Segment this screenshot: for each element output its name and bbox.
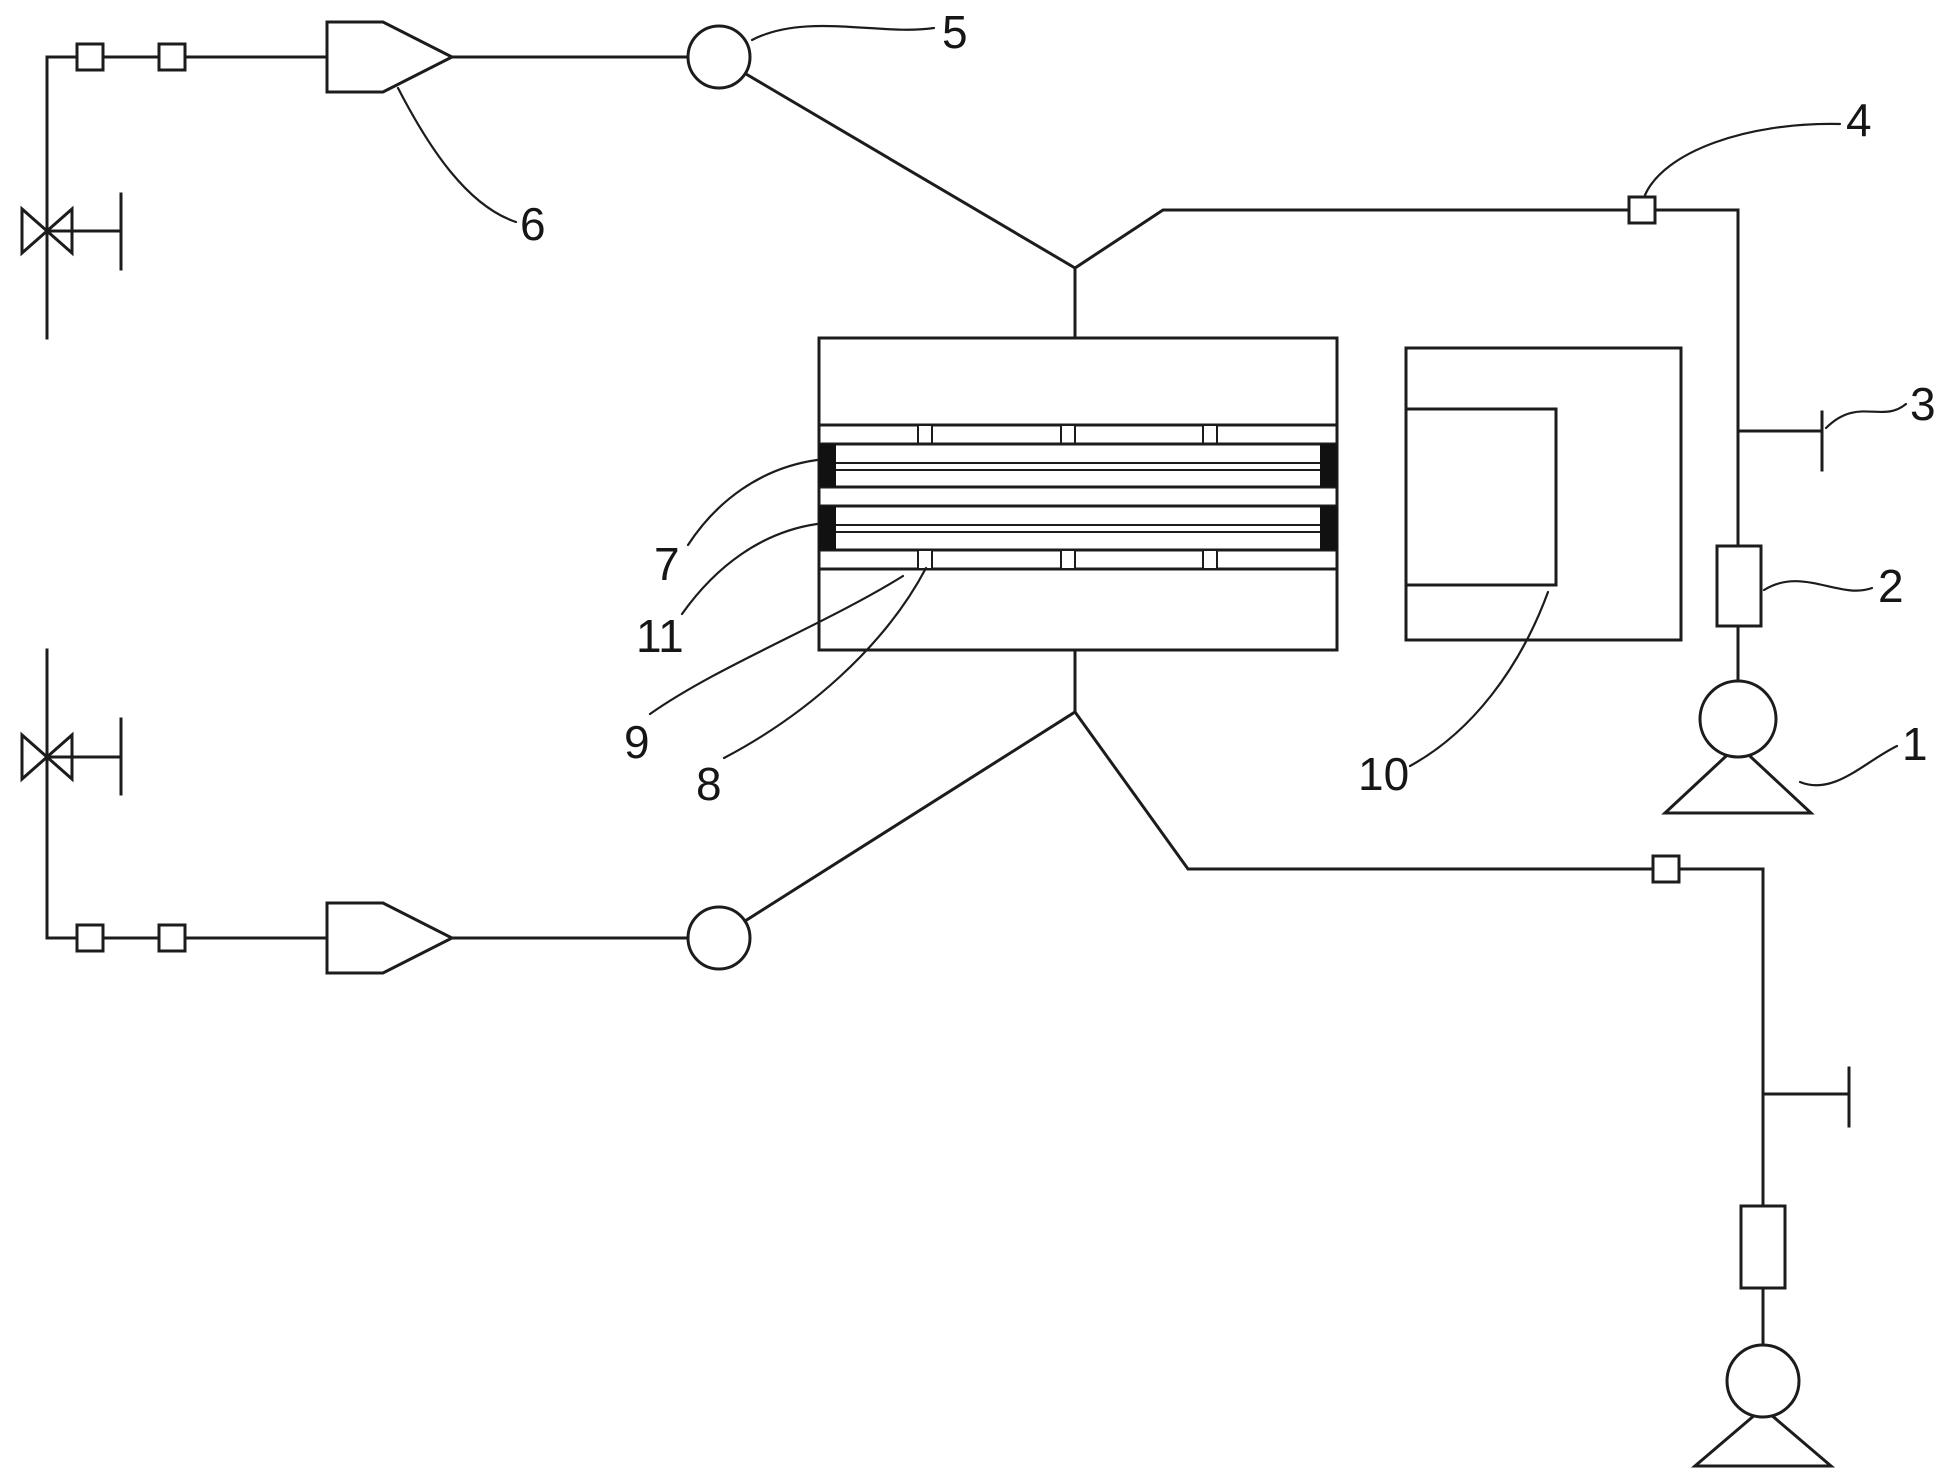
stack-spacer — [1202, 549, 1218, 570]
pump-base-triangle — [1690, 1406, 1836, 1468]
upper-return-circuit — [1072, 195, 1824, 815]
stack-spacer — [1202, 424, 1218, 445]
band-end-seal — [819, 444, 836, 487]
leader-1 — [1798, 744, 1899, 787]
band-inner-lines — [835, 524, 1321, 533]
leader-lines — [396, 24, 1908, 787]
label-7: 7 — [654, 538, 680, 590]
pump-icon — [1690, 1343, 1836, 1468]
leader-3 — [1824, 402, 1908, 430]
band-end-seal — [1320, 444, 1337, 487]
bottom-feed-pipe — [45, 648, 329, 940]
pump-body-circle — [1698, 679, 1778, 759]
leader-11 — [680, 522, 819, 616]
hopper-icon — [325, 20, 456, 94]
pump-body-circle — [1725, 1343, 1801, 1419]
valve-stem — [45, 717, 123, 796]
band-outline — [817, 442, 1339, 489]
blower-icon — [686, 24, 752, 90]
label-10: 10 — [1358, 748, 1409, 800]
sample-port-3-icon — [1736, 410, 1824, 472]
stack-layer-band-2 — [817, 504, 1339, 552]
control-box — [1404, 346, 1683, 642]
stack-spacer — [1060, 549, 1076, 570]
control-box-outer — [1404, 346, 1683, 642]
top-feed-circuit — [20, 20, 1078, 340]
band-end-seal — [819, 506, 836, 550]
band-inner-lines — [835, 462, 1321, 471]
flow-component-icon — [1739, 1204, 1787, 1290]
bottom-feed-circuit — [20, 648, 1078, 975]
valve-stem — [45, 192, 123, 271]
inline-fitting — [75, 923, 105, 953]
top-feed-pipe — [45, 55, 329, 340]
leader-7 — [686, 458, 819, 547]
sample-port-icon — [1761, 1066, 1851, 1128]
label-6: 6 — [520, 198, 546, 250]
cell-stack — [817, 266, 1339, 714]
inline-fitting — [157, 923, 187, 953]
blower-icon — [686, 905, 752, 971]
label-9: 9 — [624, 716, 650, 768]
pump-1-icon — [1661, 679, 1815, 815]
band-outline — [817, 504, 1339, 552]
stack-spacer — [917, 424, 933, 445]
control-box-inner — [1404, 407, 1558, 587]
leader-8 — [722, 566, 928, 760]
stack-spacer — [1060, 424, 1076, 445]
top-feed-diagonal — [743, 71, 1078, 271]
stack-housing — [817, 336, 1339, 652]
part-labels: 5 6 4 3 2 1 10 7 11 9 8 — [520, 6, 1936, 810]
leader-6 — [396, 86, 518, 224]
band-end-seal — [1320, 506, 1337, 550]
label-1: 1 — [1902, 718, 1928, 770]
inline-fitting — [75, 42, 105, 72]
valve-left-triangle — [20, 205, 50, 257]
label-3: 3 — [1910, 378, 1936, 430]
label-2: 2 — [1878, 560, 1904, 612]
label-11: 11 — [636, 610, 684, 662]
label-8: 8 — [696, 758, 722, 810]
inline-fitting — [157, 42, 187, 72]
pump-base-triangle — [1661, 742, 1815, 815]
flow-component-2-icon — [1715, 544, 1763, 628]
lower-return-pipe — [1072, 709, 1765, 1347]
bottom-hand-valve-icon — [20, 717, 123, 796]
upper-return-pipe — [1072, 208, 1740, 683]
leader-9 — [648, 574, 905, 716]
label-5: 5 — [942, 6, 968, 58]
leader-4 — [1643, 122, 1842, 197]
check-valve-4-icon — [1627, 195, 1657, 225]
stack-spacer — [917, 549, 933, 570]
leader-2 — [1762, 580, 1874, 592]
bottom-feed-diagonal — [742, 709, 1078, 924]
lower-return-circuit — [1072, 709, 1851, 1468]
stack-layer-band-1 — [817, 442, 1339, 489]
leader-10 — [1408, 590, 1550, 768]
hopper-icon — [325, 901, 456, 975]
valve-left-triangle — [20, 731, 50, 783]
leader-5 — [750, 24, 936, 42]
check-valve-icon — [1651, 854, 1681, 884]
label-4: 4 — [1846, 94, 1872, 146]
top-hand-valve-icon — [20, 192, 123, 271]
